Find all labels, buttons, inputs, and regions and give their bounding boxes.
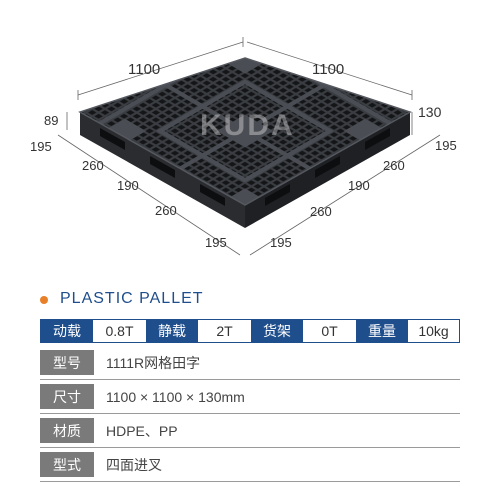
product-title: PLASTIC PALLET [40, 289, 204, 309]
pallet-drawing: KUDA 1100 1100 89 130 195 260 190 260 19… [30, 37, 457, 256]
watermark-text: KUDA [200, 109, 295, 142]
pallet-figure: KUDA 1100 1100 89 130 195 260 190 260 19… [30, 37, 457, 256]
dim-right-edge-2: 260 [310, 204, 332, 219]
dim-left-edge-4: 260 [155, 203, 177, 218]
dim-left-edge-1: 195 [30, 139, 52, 154]
model-value: 1111R网格田字 [106, 354, 201, 371]
dim-right-height: 130 [418, 104, 442, 120]
dim-top-left: 1100 [128, 61, 160, 78]
type-value: 四面进叉 [106, 456, 162, 473]
model-label: 型号 [40, 350, 94, 375]
weight-label: 重量 [356, 320, 408, 342]
dim-top-right: 1100 [312, 61, 344, 78]
row-divider [40, 413, 460, 414]
dim-left-edge-5: 195 [205, 235, 227, 250]
static-load-label: 静载 [146, 320, 198, 342]
dim-left-edge-2: 260 [82, 158, 104, 173]
material-label: 材质 [40, 418, 94, 443]
material-value: HDPE、PP [106, 422, 178, 439]
dim-right-edge-1: 195 [270, 235, 292, 250]
dim-left-edge-3: 190 [117, 178, 139, 193]
weight-value: 10kg [408, 320, 459, 342]
racking-load-value: 0T [303, 320, 356, 342]
dim-right-edge-5: 195 [435, 138, 457, 153]
racking-load-label: 货架 [251, 320, 303, 342]
dim-left-height: 89 [44, 113, 58, 128]
row-divider [40, 481, 460, 482]
model-row: 型号 1111R网格田字 [40, 350, 460, 375]
size-label: 尺寸 [40, 384, 94, 409]
size-value: 1100 × 1100 × 130mm [106, 388, 245, 405]
bullet-dot-icon [40, 295, 48, 304]
dimension-lines [57, 37, 441, 256]
row-divider [40, 447, 460, 448]
dim-right-edge-3: 190 [348, 178, 370, 193]
load-specs-row: 动载 0.8T 静载 2T 货架 0T 重量 10kg [40, 319, 460, 343]
static-load-value: 2T [198, 320, 251, 342]
row-divider [40, 379, 460, 380]
product-title-text: PLASTIC PALLET [60, 290, 204, 307]
material-row: 材质 HDPE、PP [40, 418, 460, 443]
dim-right-edge-4: 260 [383, 158, 405, 173]
size-row: 尺寸 1100 × 1100 × 130mm [40, 384, 460, 409]
dynamic-load-value: 0.8T [93, 320, 146, 342]
type-label: 型式 [40, 452, 94, 477]
dynamic-load-label: 动载 [41, 320, 93, 342]
type-row: 型式 四面进叉 [40, 452, 460, 477]
